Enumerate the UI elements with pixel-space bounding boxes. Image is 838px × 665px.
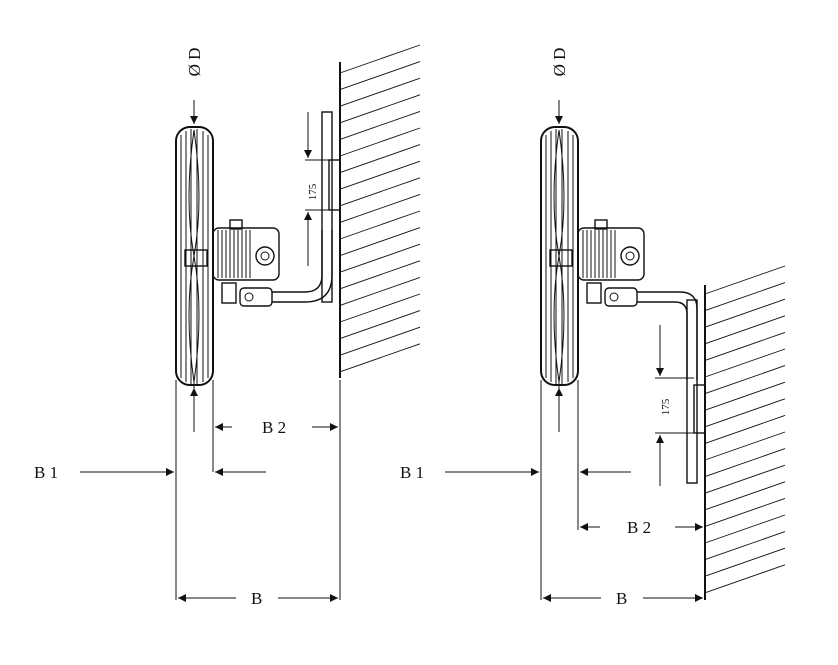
motor-right [577,219,645,281]
b1-label-left: B 1 [34,463,58,482]
hatch-line [339,276,421,306]
hatch-line [339,160,421,190]
hatch-line [704,331,786,361]
motor-left [212,219,280,281]
hatch-line [339,177,421,207]
hatch-line [339,310,421,340]
right-view: Ø D 175 B 2 B 1 B [400,48,786,608]
hatch-line [704,381,786,411]
hatch-line [339,127,421,157]
hatch-line [704,531,786,561]
hatch-line [704,464,786,494]
dimensions-left [80,100,341,602]
hatch-line [704,431,786,461]
diameter-label-left: Ø D [185,48,204,77]
fan-guard-right [540,126,579,386]
hatch-line [339,210,421,240]
hatch-line [339,260,421,290]
hatch-line [704,265,786,295]
b2-label-right: B 2 [627,518,651,537]
hatch-line [704,315,786,345]
hatch-line [339,343,421,373]
hatch-line [704,348,786,378]
hatch-line [339,243,421,273]
hatch-line [339,77,421,107]
hatch-line [704,398,786,428]
hatch-line [339,44,421,74]
hatch-line [704,564,786,594]
hatch-line [704,365,786,395]
hatch-line [704,514,786,544]
hatch-line [704,497,786,527]
bracket-dim-label-right: 175 [660,398,672,415]
hatch-line [339,61,421,91]
wall-right [704,265,786,600]
left-view: Ø D 175 B 2 B 1 B [34,44,421,608]
hatch-line [704,298,786,328]
hatch-line [339,110,421,140]
hatch-line [339,144,421,174]
wall-left [339,44,421,378]
b1-label-right: B 1 [400,463,424,482]
hatch-line [704,481,786,511]
dimensions-right [445,100,703,602]
b-label-right: B [616,589,627,608]
bracket-dim-label-left: 175 [307,183,319,200]
hatch-line [704,282,786,312]
b-label-left: B [251,589,262,608]
b2-label-left: B 2 [262,418,286,437]
hatch-line [339,193,421,223]
diameter-label-right: Ø D [550,48,569,77]
hatch-line [704,448,786,478]
hatch-line [704,547,786,577]
hatch-line [704,414,786,444]
hatch-line [339,227,421,257]
hatch-line [339,293,421,323]
bracket-left [221,111,341,307]
hatch-line [339,326,421,356]
hatch-line [339,94,421,124]
fan-guard-left [175,126,214,386]
bracket-right [586,282,706,484]
